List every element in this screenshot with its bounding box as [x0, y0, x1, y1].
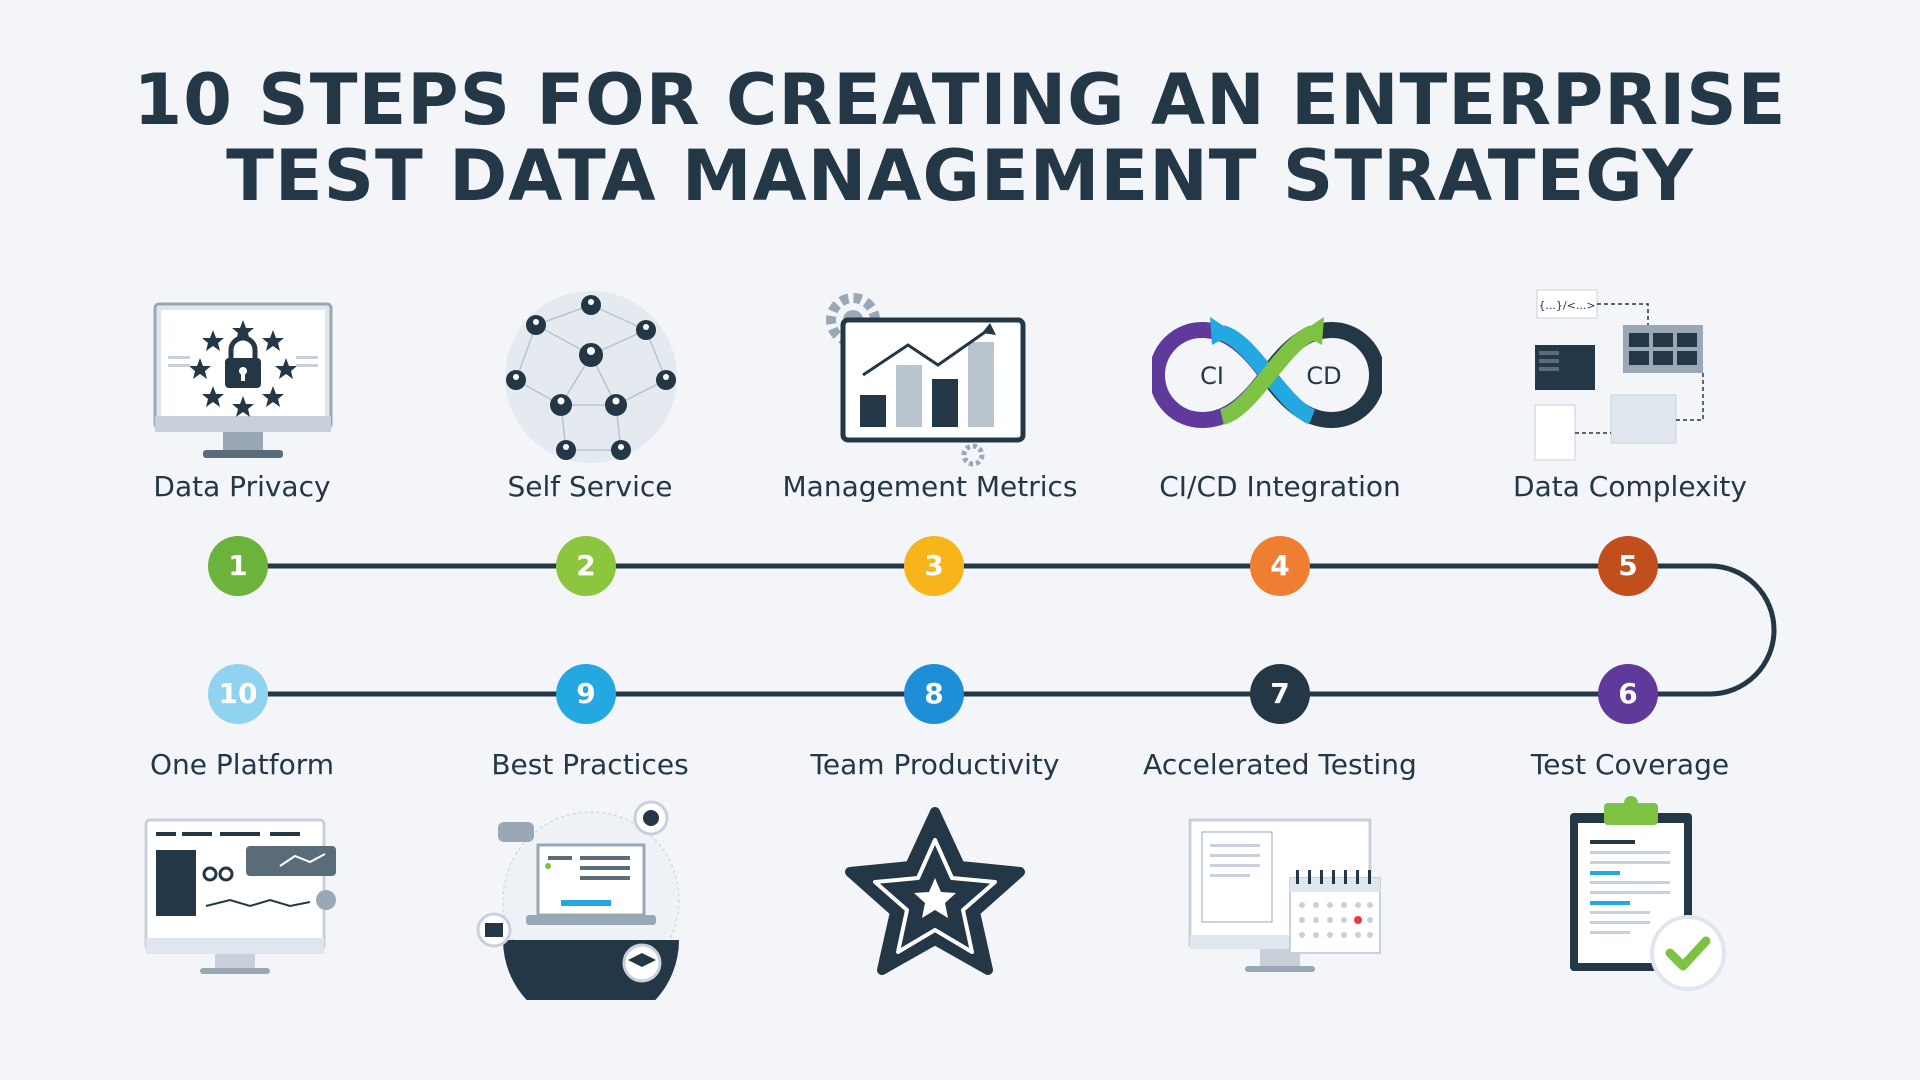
step-2-label: Self Service — [507, 470, 673, 503]
code-snippet-text: {...}/<...> — [1538, 299, 1595, 312]
step-10-label: One Platform — [150, 748, 334, 781]
cd-text: CD — [1306, 362, 1341, 390]
star-icon — [820, 800, 1050, 1000]
step-7-label: Accelerated Testing — [1143, 748, 1417, 781]
step-5-label: Data Complexity — [1513, 470, 1747, 503]
step-6-label: Test Coverage — [1530, 748, 1730, 781]
step-4-label: CI/CD Integration — [1159, 470, 1401, 503]
step-2-circle: 2 — [556, 536, 616, 596]
step-1-label: Data Privacy — [153, 470, 331, 503]
step-3-label: Management Metrics — [782, 470, 1078, 503]
data-privacy-icon — [128, 290, 358, 490]
title-line-1: 10 STEPS FOR CREATING AN ENTERPRISE — [133, 59, 1787, 141]
page-title: 10 STEPS FOR CREATING AN ENTERPRISE TEST… — [0, 62, 1920, 214]
step-8-label: Team Productivity — [810, 748, 1060, 781]
best-practices-icon — [476, 800, 706, 1000]
clipboard-check-icon — [1518, 795, 1748, 995]
step-8-circle: 8 — [904, 664, 964, 724]
data-complexity-icon: {...}/<...> — [1513, 285, 1743, 485]
step-10-circle: 10 — [208, 664, 268, 724]
step-5-circle: 5 — [1598, 536, 1658, 596]
step-3-circle: 3 — [904, 536, 964, 596]
ci-cd-infinity-icon: CI CD — [1152, 285, 1382, 485]
self-service-icon — [476, 285, 706, 485]
step-4-circle: 4 — [1250, 536, 1310, 596]
ci-text: CI — [1200, 362, 1224, 390]
step-9-circle: 9 — [556, 664, 616, 724]
step-1-circle: 1 — [208, 536, 268, 596]
one-platform-icon — [120, 810, 350, 1010]
monitor-calendar-icon — [1180, 810, 1410, 1010]
step-7-circle: 7 — [1250, 664, 1310, 724]
step-6-circle: 6 — [1598, 664, 1658, 724]
management-metrics-icon — [818, 285, 1048, 485]
step-9-label: Best Practices — [491, 748, 689, 781]
title-line-2: TEST DATA MANAGEMENT STRATEGY — [226, 135, 1694, 217]
